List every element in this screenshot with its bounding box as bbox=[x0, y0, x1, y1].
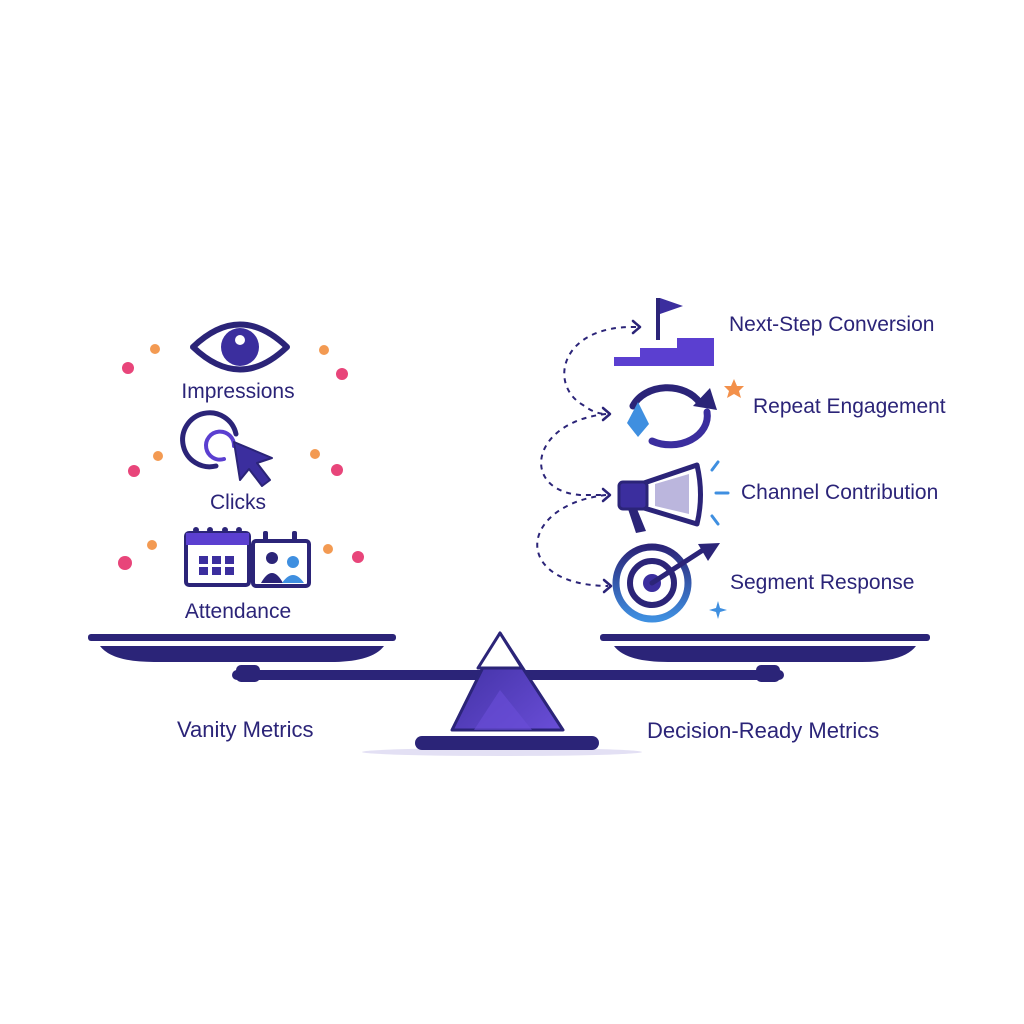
left-pan bbox=[88, 634, 396, 662]
dashed-connectors bbox=[536, 325, 637, 587]
metric-label-repeat-engagement: Repeat Engagement bbox=[753, 395, 946, 418]
calendar-people-icon bbox=[184, 527, 311, 588]
connector-arrowheads bbox=[601, 319, 642, 594]
target-arrow-icon bbox=[612, 543, 727, 623]
metric-label-clicks: Clicks bbox=[210, 491, 266, 514]
eye-icon bbox=[190, 321, 290, 373]
metric-label-channel-contribution: Channel Contribution bbox=[741, 481, 939, 504]
metric-label-next-step-conversion: Next-Step Conversion bbox=[729, 313, 935, 336]
decision-ready-metrics-title: Decision-Ready Metrics bbox=[647, 718, 880, 743]
decorative-dots bbox=[118, 344, 364, 570]
right-pan bbox=[600, 634, 930, 662]
metric-label-impressions: Impressions bbox=[181, 380, 295, 403]
vanity-metrics-title: Vanity Metrics bbox=[177, 717, 314, 742]
cycle-arrows-icon bbox=[627, 379, 744, 449]
stairs-flag-icon bbox=[614, 298, 714, 366]
metric-label-attendance: Attendance bbox=[184, 600, 292, 623]
fulcrum bbox=[362, 631, 642, 756]
metric-label-segment-response: Segment Response bbox=[730, 571, 915, 594]
cursor-click-icon bbox=[180, 410, 273, 487]
megaphone-icon bbox=[617, 460, 730, 533]
